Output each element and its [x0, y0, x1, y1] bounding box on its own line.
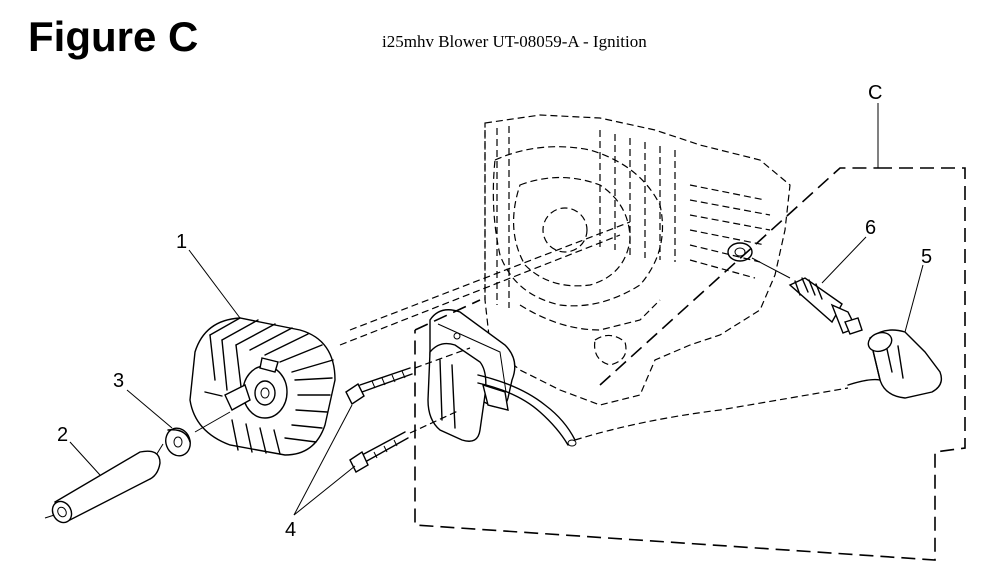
group-c-boundary	[414, 167, 966, 561]
flywheel-part-1	[189, 317, 336, 456]
spark-plug-boot-part-5	[847, 329, 943, 399]
ignition-module	[427, 309, 577, 447]
callout-1: 1	[176, 231, 187, 253]
washer-part-3	[165, 427, 191, 457]
sleeve-part-2	[51, 450, 161, 524]
callout-5: 5	[921, 246, 932, 268]
callout-6: 6	[865, 217, 876, 239]
callout-4: 4	[285, 519, 296, 541]
callout-c: C	[868, 82, 882, 104]
leader-lines	[69, 103, 924, 516]
screw-lower-part-4	[349, 431, 409, 473]
spark-plug-part-6	[751, 257, 863, 335]
callout-2: 2	[57, 424, 68, 446]
diagram-title: i25mhv Blower UT-08059-A - Ignition	[382, 32, 647, 51]
figure-label: Figure C	[28, 13, 199, 60]
screw-upper-part-4	[345, 367, 413, 406]
callout-3: 3	[113, 370, 124, 392]
engine-block-outline	[339, 114, 791, 406]
